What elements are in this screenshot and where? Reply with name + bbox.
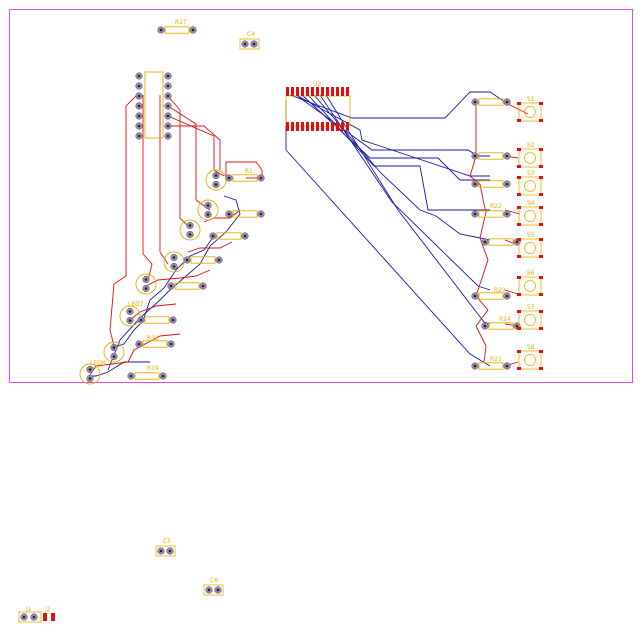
s8-label: S8 [527,344,535,351]
s7-label: S7 [527,304,535,311]
s2-label: S2 [527,142,535,149]
c6-label: C6 [210,577,218,584]
c5-label: C5 [163,538,171,545]
r1-label: R1 [245,168,253,175]
s5-label: S5 [527,232,535,239]
led7-label: LED7 [128,301,144,308]
r27-label: R27 [175,19,187,26]
r24-label: R24 [499,316,511,323]
j2-label: J2 [44,606,51,613]
connector-j-bottom [18,611,55,623]
r21-label: R21 [490,356,502,363]
resistor-r27 [158,27,197,34]
ic-u1 [135,71,172,140]
bottom-copper-traces [90,91,506,377]
j1-label: J1 [25,606,32,613]
r18-label: R18 [147,335,159,342]
led8-label: LED8 [90,360,106,367]
r23-label: R23 [494,287,506,294]
s1-label: S1 [527,96,535,103]
s4-label: S4 [527,200,535,207]
capacitor-c6 [203,584,224,596]
s6-label: S6 [527,270,535,277]
board-outline [9,9,633,383]
c4-label: C4 [247,31,255,38]
ic-u2 [285,87,351,131]
capacitor-c5 [155,545,176,557]
right-resistor-column [472,99,521,370]
s3-label: S3 [527,170,535,177]
top-copper-traces [87,94,529,379]
u2-label: U2 [313,81,321,88]
r19-label: R19 [147,365,159,372]
r22-label: R22 [490,203,502,210]
capacitor-c4 [239,38,260,50]
